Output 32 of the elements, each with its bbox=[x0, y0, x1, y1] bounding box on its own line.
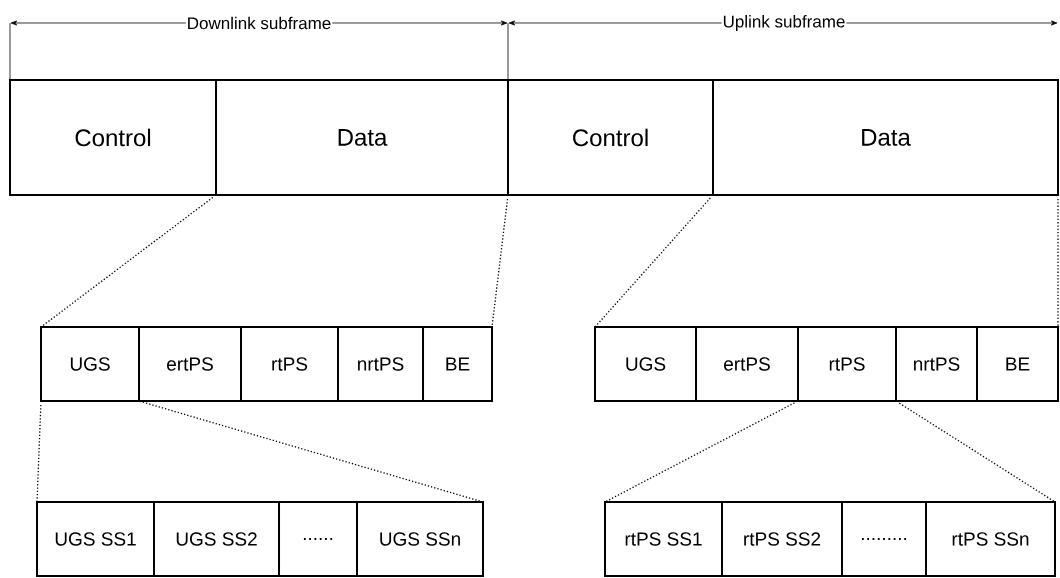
cell: ertPS bbox=[695, 326, 799, 402]
cell: UGS bbox=[40, 326, 140, 402]
cell: rtPS SS2 bbox=[721, 501, 843, 577]
cell: BE bbox=[976, 326, 1059, 402]
zoom-line bbox=[142, 401, 484, 503]
zoom-line bbox=[594, 197, 711, 328]
cell: rtPS bbox=[797, 326, 897, 402]
cell: rtPS bbox=[240, 326, 339, 402]
cell: UGS SS2 bbox=[153, 501, 280, 577]
cell: UGS SSn bbox=[356, 501, 484, 577]
cell: nrtPS bbox=[337, 326, 424, 402]
cell: ......... bbox=[841, 501, 927, 577]
cell: nrtPS bbox=[895, 326, 978, 402]
zoom-line bbox=[40, 196, 214, 328]
frame-box: Data bbox=[215, 79, 509, 196]
cell: UGS bbox=[594, 326, 697, 402]
cell: rtPS SS1 bbox=[604, 501, 723, 577]
cell: ertPS bbox=[138, 326, 242, 402]
zoom-line bbox=[1057, 198, 1059, 328]
cell: BE bbox=[422, 326, 493, 402]
zoom-line bbox=[898, 402, 1056, 503]
frame-box: Data bbox=[712, 79, 1059, 196]
frame-box: Control bbox=[507, 79, 714, 196]
zoom-line bbox=[491, 198, 509, 328]
frame-box: Control bbox=[9, 79, 217, 196]
zoom-line bbox=[604, 402, 796, 503]
cell: rtPS SSn bbox=[925, 501, 1056, 577]
dimension-label: Uplink subframe bbox=[721, 14, 847, 32]
zoom-line bbox=[36, 404, 42, 503]
cell: UGS SS1 bbox=[36, 501, 155, 577]
cell: ...... bbox=[278, 501, 358, 577]
dimension-label: Downlink subframe bbox=[185, 15, 333, 31]
